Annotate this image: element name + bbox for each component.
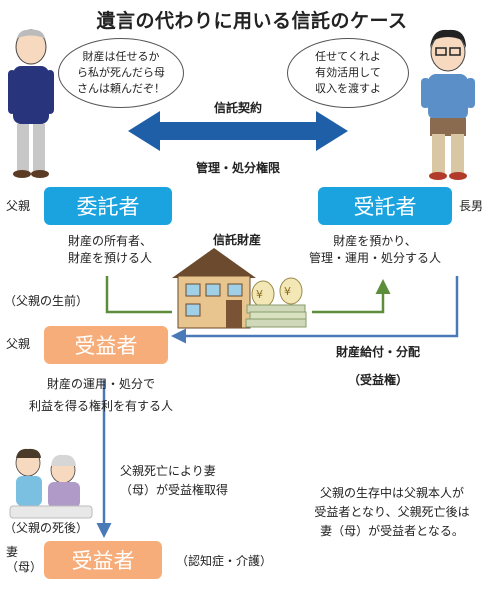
son-speech-line: 任せてくれよ [315,50,381,63]
summary-line: 父親の生存中は父親本人が [319,486,464,500]
beneficiary-2-role-prefix: 妻 （母） [6,545,42,575]
trustee-desc-line: 財産を預かり、 [333,234,417,248]
father-speech-bubble: 財産は任せるか ら私が死んだら母 さんは頼んだぞ！ [58,38,184,108]
trustee-description: 財産を預かり、 管理・運用・処分する人 [290,233,460,267]
beneficiary-2-box: 受益者 [44,541,162,579]
son-illustration [421,29,475,180]
father-speech-line: ら私が死んだら母 [77,66,165,79]
beneficiary-1-role-prefix: 父親 [6,337,31,351]
contract-arrow [128,111,348,151]
son-speech-line: 有効活用して [315,66,381,79]
contract-label: 信託契約 [213,101,262,115]
distribution-label: 財産給付・分配 [335,345,420,359]
distribution-arrow [171,276,459,344]
father-speech-line: さんは頼んだぞ！ [77,82,165,95]
beneficiary-1-desc-line: 財産の運用・処分で [46,377,155,391]
elderly-couple-illustration [9,448,93,519]
money-illustration: ¥ ¥ [245,277,307,328]
beneficiary-1-desc-line: 利益を得る権利を有する人 [28,399,173,413]
beneficiary-2-note: （認知症・介護） [176,554,273,568]
trustee-box: 受託者 [318,187,452,225]
summary-text: 父親の生存中は父親本人が 受益者となり、父親死亡後は 妻（母）が受益者となる。 [292,484,492,541]
son-speech-bubble: 任せてくれよ 有効活用して 収入を渡すよ [287,38,409,108]
settlor-desc-line: 財産の所有者、 [67,234,152,248]
beneficiary-2-role-line: （母） [6,560,43,574]
house-illustration [172,248,256,329]
svg-text:¥: ¥ [256,288,263,301]
beneficial-interest-label: （受益権） [347,373,408,387]
settlor-description: 財産の所有者、 財産を預ける人 [40,233,180,267]
property-flow-arrow [105,276,391,314]
page-title: 遺言の代わりに用いる信託のケース [96,10,408,32]
transfer-note: 父親死亡により妻 （母）が受益権取得 [120,462,270,500]
trustee-desc-line: 管理・運用・処分する人 [308,251,441,265]
lifetime-period-label: （父親の生前） [4,294,89,308]
after-death-period-label: （父親の死後） [4,521,89,535]
settlor-box: 委託者 [44,187,172,225]
beneficiary-1-box: 受益者 [44,326,168,364]
summary-line: 妻（母）が受益者となる。 [320,524,464,538]
transfer-note-line: 父親死亡により妻 [120,464,216,478]
settlor-role-prefix: 父親 [6,199,31,213]
trustee-role-suffix: 長男 [459,199,484,213]
trust-property-label: 信託財産 [212,233,261,247]
settlor-desc-line: 財産を預ける人 [67,251,152,265]
svg-text:¥: ¥ [284,285,291,298]
father-speech-line: 財産は任せるか [82,50,160,63]
summary-line: 受益者となり、父親死亡後は [314,505,470,519]
authority-label: 管理・処分権限 [195,161,280,175]
transfer-note-line: （母）が受益権取得 [120,483,229,497]
son-speech-line: 収入を渡すよ [315,82,381,95]
beneficiary-2-role-line: 妻 [6,545,19,559]
father-illustration [8,29,54,178]
beneficiary-1-description: 財産の運用・処分で 利益を得る権利を有する人 [6,373,196,417]
